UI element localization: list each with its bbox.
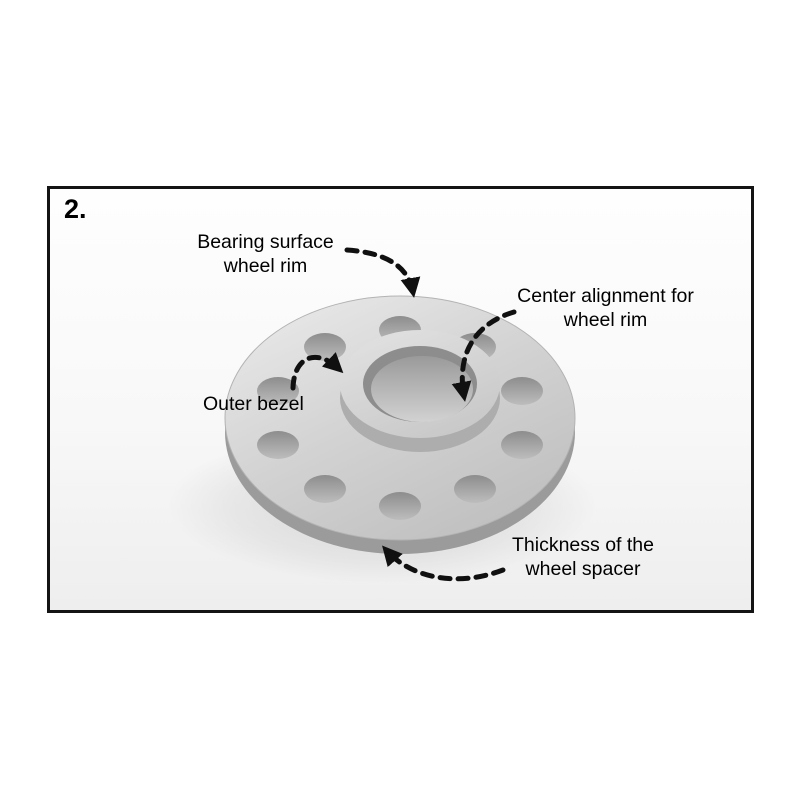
step-number: 2. bbox=[64, 194, 87, 224]
label-thickness: Thickness of the wheel spacer bbox=[512, 534, 654, 580]
bolt-hole bbox=[501, 377, 543, 405]
center-alignment-arrow bbox=[451, 309, 517, 402]
thickness-arrow bbox=[382, 545, 506, 582]
bolt-hole bbox=[454, 475, 496, 503]
label-bearing-surface: Bearing surface wheel rim bbox=[197, 231, 334, 277]
bolt-hole bbox=[501, 431, 543, 459]
bolt-hole bbox=[304, 475, 346, 503]
bolt-hole bbox=[257, 377, 299, 405]
center-bore-inner bbox=[371, 356, 473, 422]
bolt-hole bbox=[257, 431, 299, 459]
bearing-surface-arrow bbox=[344, 247, 421, 298]
bolt-hole bbox=[379, 492, 421, 520]
label-outer-bezel: Outer bezel bbox=[203, 393, 304, 415]
label-center-alignment: Center alignment for wheel rim bbox=[517, 285, 694, 331]
outer-bezel-arrow bbox=[290, 352, 344, 391]
